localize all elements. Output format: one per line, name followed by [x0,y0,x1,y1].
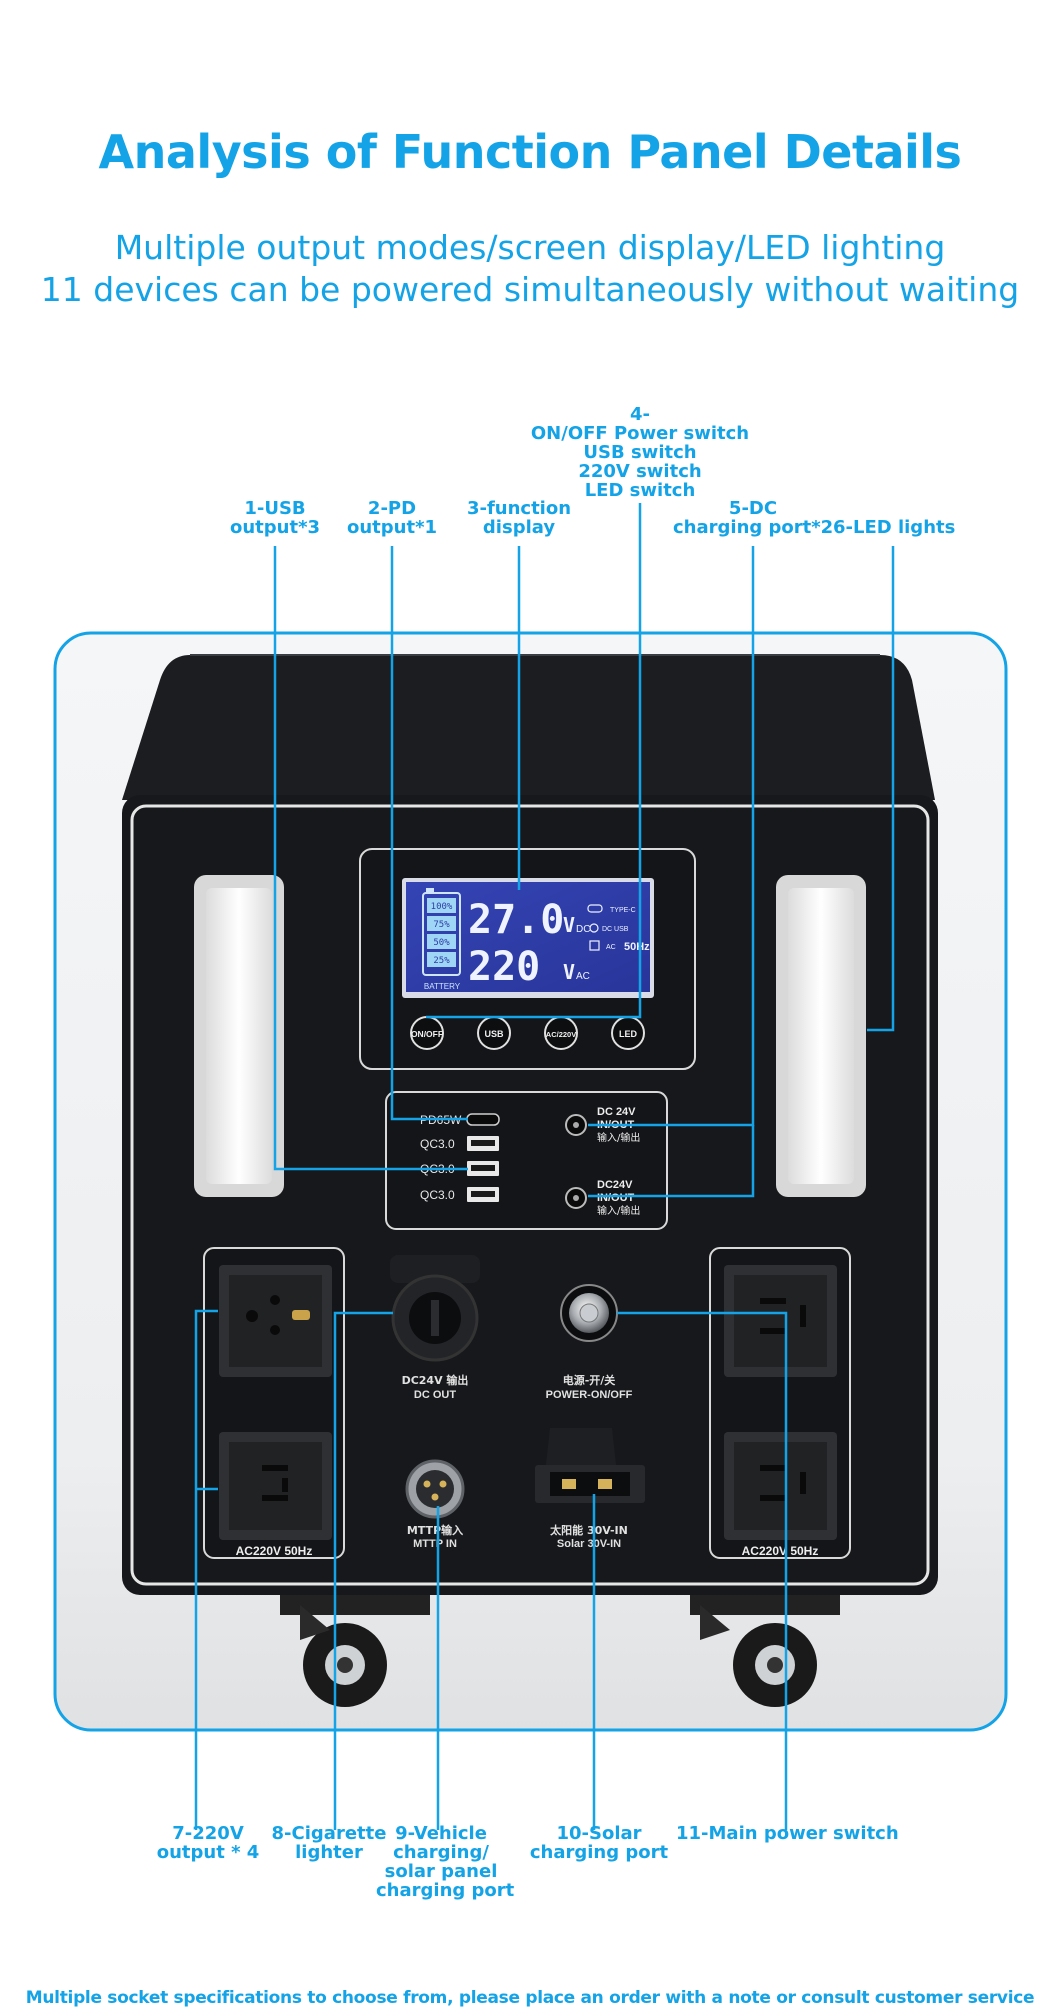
power-line1: 电源-开/关 [563,1373,616,1387]
button-usb[interactable]: USB [477,1016,511,1050]
universal-socket-left[interactable] [219,1265,332,1377]
battery-50: 50% [433,938,450,948]
button-usb-label: USB [484,1029,504,1039]
label-solar-line2: charging port [529,1842,669,1863]
battery-gauge: 100% 75% 50% 25% BATTERY [422,888,461,991]
label-vehicle-charging: 9-Vehicle charging/ solar panel charging… [376,1823,515,1901]
label-usb-output: 1-USB output*3 [215,499,335,537]
label-dc-line1: 5-DC [728,498,778,519]
dc2-line1: DC24V [597,1179,633,1191]
button-led-label: LED [619,1029,638,1039]
power-line2: POWER-ON/OFF [546,1389,633,1401]
ac-right-label: AC220V 50Hz [742,1544,819,1558]
cig-line1: DC24V 输出 [402,1373,469,1387]
label-switches-line3: USB switch [583,442,697,463]
ac-label: AC [606,944,616,951]
label-cigarette-line2: lighter [295,1842,363,1863]
callout-lines [194,503,895,1830]
label-switches-line2: ON/OFF Power switch [530,423,750,444]
ac-left-label: AC220V 50Hz [236,1544,313,1558]
label-220v-line2: output * 4 [156,1842,260,1863]
qc-label-1: QC3.0 [420,1137,455,1151]
battery-100: 100% [431,902,453,912]
mttp-line1: MTTP输入 [407,1523,463,1537]
subtitle-line-2: 11 devices can be powered simultaneously… [40,270,1020,309]
ac-unit: V [563,960,575,984]
battery-25: 25% [433,956,450,966]
label-main-power-line1: 11-Main power switch [676,1823,899,1844]
socket-right-bottom[interactable] [724,1432,837,1540]
ac-voltage: 220 [468,944,540,990]
label-led-lights: 6-LED lights [833,517,956,538]
label-led-lights-line1: 6-LED lights [833,517,956,538]
button-ac220v[interactable]: AC/220V [544,1016,578,1050]
ac-icon [589,940,600,951]
dc-icon [589,923,599,933]
dc1-line1: DC 24V [597,1106,636,1118]
label-main-power-switch: 11-Main power switch [676,1823,899,1844]
label-function-display: 3-function display [459,499,579,537]
dc-unit: V [563,913,575,937]
led-light-right [776,875,866,1197]
button-ac220v-label: AC/220V [546,1030,576,1039]
label-220v-line1: 7-220V [172,1823,244,1844]
type-c-label: TYPE-C [610,907,636,914]
label-usb-output-line2: output*3 [229,517,321,538]
solar-input-connector[interactable] [535,1428,645,1503]
pd-port[interactable] [466,1113,500,1126]
battery-75: 75% [433,920,450,930]
label-dc-charging-port: 5-DC charging port*2 [673,499,833,537]
button-led[interactable]: LED [611,1016,645,1050]
label-function-display-line2: display [482,517,556,538]
label-pd-output-line1: 2-PD [367,498,417,519]
label-switches-line4: 220V switch [578,461,702,482]
dc-voltage: 27.0 [468,897,564,943]
unit-top [122,655,935,800]
hz-label: 50Hz [624,941,650,953]
label-220v-output: 7-220V output * 4 [148,1824,268,1862]
label-switches: 4- ON/OFF Power switch USB switch 220V s… [520,405,760,500]
footer-note: Multiple socket specifications to choose… [25,1988,1035,2008]
battery-caption: BATTERY [424,982,461,991]
qc-label-3: QC3.0 [420,1188,455,1202]
label-solar-charging: 10-Solar charging port [529,1824,669,1862]
label-switches-line5: LED switch [584,480,696,501]
dc2-line2: IN/OUT [597,1192,635,1204]
label-pd-output: 2-PD output*1 [332,499,452,537]
solar-line1: 太阳能 30V-IN [549,1523,628,1537]
led-light-left [194,875,284,1197]
dc-usb-label: DC USB [602,926,629,933]
label-solar-line1: 10-Solar [556,1823,642,1844]
label-vehicle-line4: charging port [376,1880,515,1901]
label-function-display-line1: 3-function [466,498,572,519]
label-usb-output-line1: 1-USB [244,498,306,519]
label-pd-output-line2: output*1 [346,517,438,538]
dc1-line3: 输入/输出 [597,1131,640,1144]
cigarette-lighter-socket[interactable] [390,1255,480,1362]
label-cigarette-line1: 8-Cigarette [271,1823,387,1844]
label-cigarette-lighter: 8-Cigarette lighter [269,1824,389,1862]
label-vehicle-line3: solar panel [384,1861,498,1882]
button-onoff-label: ON/OFF [411,1029,443,1039]
dc2-line3: 输入/输出 [597,1204,640,1217]
socket-left-bottom[interactable] [219,1432,332,1540]
type-c-icon [587,904,603,913]
dc-suffix: DC [576,924,590,935]
label-vehicle-line1: 9-Vehicle [395,1823,487,1844]
button-onoff[interactable]: ON/OFF [410,1016,444,1050]
photo-frame [53,631,1008,1732]
cig-line2: DC OUT [414,1389,456,1401]
solar-line2: Solar 30V-IN [557,1538,621,1550]
mttp-input-connector[interactable] [405,1459,465,1519]
label-switches-line1: 4- [630,404,650,425]
subtitle-line-1: Multiple output modes/screen display/LED… [114,228,946,267]
page-title: Analysis of Function Panel Details [98,125,962,179]
socket-right-top[interactable] [724,1265,837,1377]
ac-suffix: AC [576,971,590,982]
label-vehicle-line2: charging/ [393,1842,489,1863]
label-dc-line2: charging port*2 [673,517,834,538]
mttp-line2: MTTP IN [413,1538,457,1550]
